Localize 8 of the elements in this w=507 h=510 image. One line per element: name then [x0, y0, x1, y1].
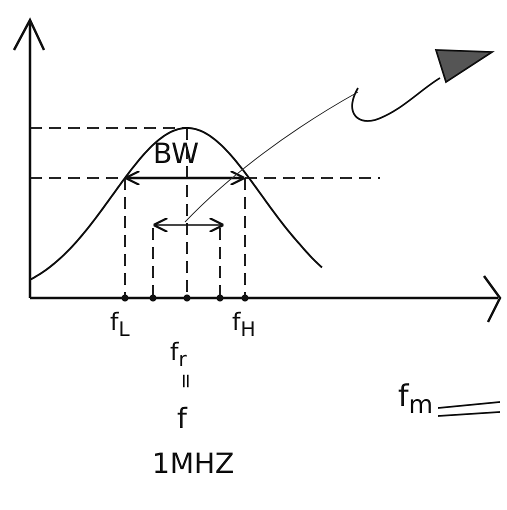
- frequency-label: f: [177, 405, 187, 433]
- lower-frequency-label: f$_{L}$: [110, 310, 130, 339]
- upper-frequency-label: f$_{H}$: [232, 310, 256, 339]
- equals-sign: =: [176, 372, 196, 390]
- resonant-frequency-label: f$_{r}$: [170, 340, 187, 369]
- bandwidth-label: BW: [153, 140, 199, 168]
- modulating-frequency-label: f$_{m}$: [398, 382, 433, 417]
- frequency-value: 1MHZ: [152, 450, 234, 478]
